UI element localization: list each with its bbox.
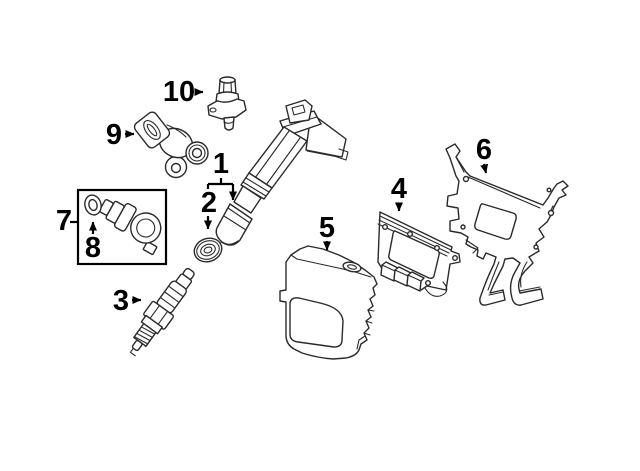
ignition-coil-part [215,99,349,246]
callout-label-5: 5 [319,212,335,244]
callouts: 1 2 3 4 5 6 7 8 9 10 [56,76,492,317]
callout-label-8: 8 [85,232,101,264]
callout-label-10: 10 [163,76,195,108]
housing-recess [388,230,440,279]
callout-label-2: 2 [201,187,217,219]
housing-wire [424,281,448,297]
kit-box-frame [76,188,168,266]
crankshaft-position-sensor-part [133,111,209,179]
callout-label-3: 3 [113,285,129,317]
housing-connectors [380,261,425,292]
callout-label-7: 7 [56,205,72,237]
control-module-housing-part [377,211,461,297]
coil-connector [285,99,313,124]
callout-label-1: 1 [213,148,229,180]
sensor-kit-box [76,188,168,266]
mounting-bracket-part [445,143,569,306]
bracket-window [474,203,517,240]
callout-label-9: 9 [106,119,122,151]
callout-label-6: 6 [476,134,492,166]
coil-seal-part [193,237,223,263]
o-ring-part [84,194,102,216]
callout-label-4: 4 [391,173,407,205]
sensor-assembly-part [99,199,162,256]
ecm-front-dome [289,297,344,348]
camshaft-position-sensor-part [207,76,247,131]
engine-control-module-part [279,245,378,360]
spark-plug-part [129,267,195,357]
